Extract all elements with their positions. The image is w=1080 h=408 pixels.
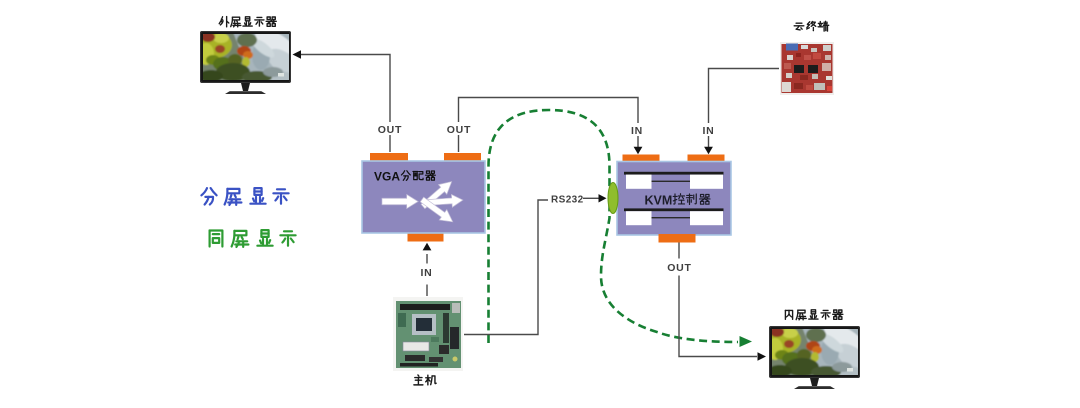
svg-text:IN: IN [420,267,432,279]
svg-text:IN: IN [631,125,643,137]
svg-text:KVM: KVM [645,194,673,208]
svg-text:RS232: RS232 [551,195,584,206]
svg-text:IN: IN [702,125,714,137]
svg-text:OUT: OUT [667,262,692,274]
svg-text:VGA: VGA [374,170,400,184]
svg-text:OUT: OUT [447,124,472,136]
svg-text:OUT: OUT [378,124,403,136]
